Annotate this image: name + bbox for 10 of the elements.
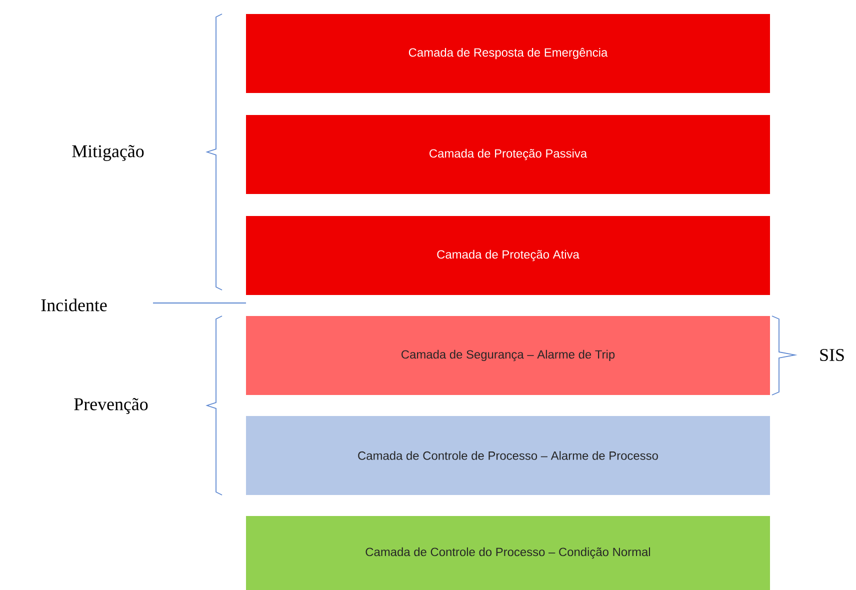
layer-box: Camada de Controle de Processo – Alarme de Processo (246, 416, 770, 495)
incident-label: Incidente (41, 298, 107, 312)
layer-box: Camada de Resposta de Emergência (246, 14, 770, 93)
layer-box: Camada de Controle do Processo – Condição Normal (246, 516, 770, 590)
brace-label: Prevenção (74, 398, 148, 414)
layer-box: Camada de Proteção Ativa (246, 216, 770, 295)
brace-label: Mitigação (72, 145, 144, 161)
layer-box: Camada de Proteção Passiva (246, 115, 770, 194)
layer-box: Camada de Segurança – Alarme de Trip (246, 316, 770, 395)
brace-label: SIS (820, 348, 844, 362)
